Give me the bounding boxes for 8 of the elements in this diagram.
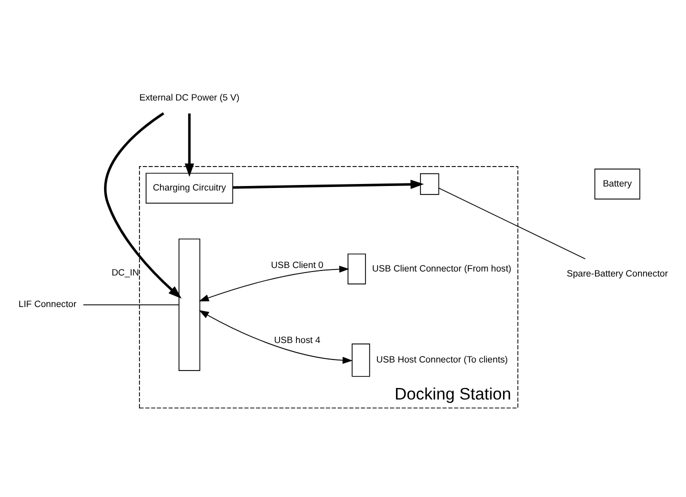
edge-label: USB Client 0 (271, 259, 324, 270)
node-text: LIF Connector (18, 298, 76, 309)
edge-label: USB host 4 (274, 334, 320, 344)
node-label: USB Client Connector (From host) (372, 262, 512, 273)
node-text: External DC Power (5 V) (139, 92, 240, 102)
node-label: USB Host Connector (To clients) (376, 354, 508, 364)
edge-label: DC_IN (112, 266, 140, 277)
node-text: Spare-Battery Connector (566, 268, 668, 278)
